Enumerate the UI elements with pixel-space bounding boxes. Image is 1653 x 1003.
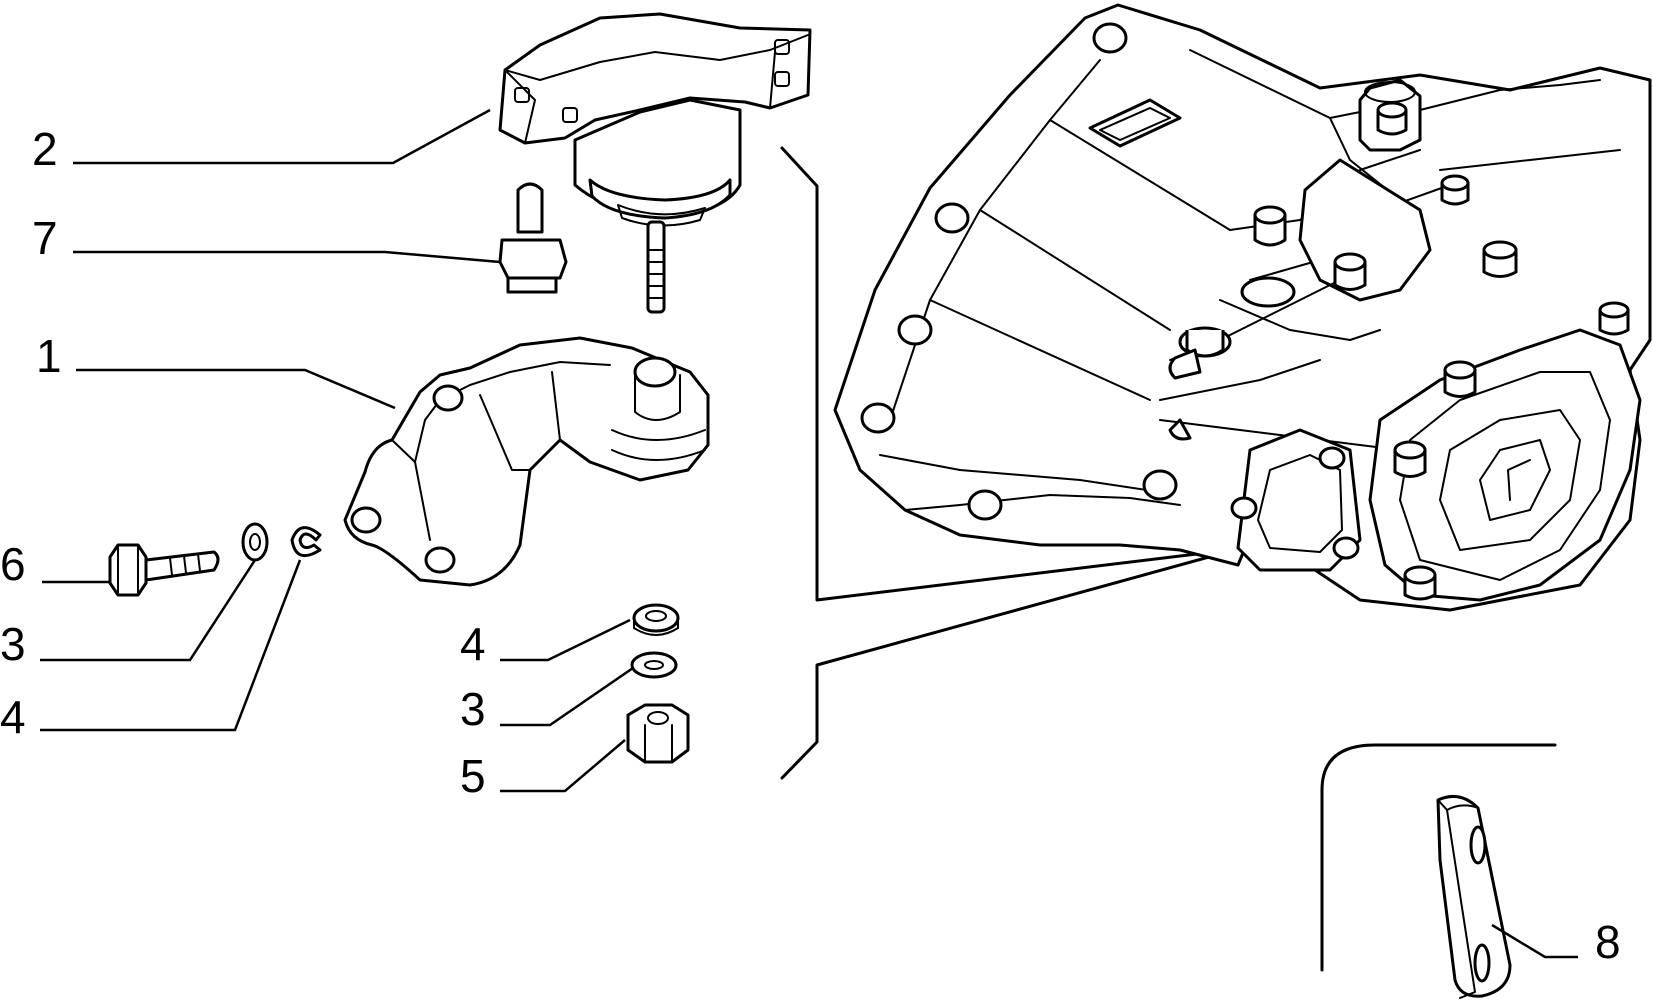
hex-bolt-drawing (108, 543, 220, 597)
leader-lines (40, 108, 1578, 959)
callout-labels: 2 7 1 6 3 4 4 3 5 8 (0, 123, 1621, 968)
flat-washer-right-drawing (630, 651, 678, 679)
callout-part-3-right: 3 (460, 683, 486, 735)
callout-part-7: 7 (32, 212, 58, 264)
callout-part-1: 1 (36, 330, 62, 382)
callout-part-4-left: 4 (0, 691, 26, 743)
callout-part-8: 8 (1595, 916, 1621, 968)
assembly-bracket-lines (780, 146, 1240, 780)
inset-frame (1320, 743, 1557, 972)
callout-part-3-left: 3 (0, 618, 26, 670)
retaining-plate-drawing (1436, 794, 1512, 999)
split-washer-left-drawing (290, 526, 322, 558)
engine-mount-upper-drawing (498, 12, 812, 314)
gearbox-housing-drawing (833, 3, 1652, 612)
mount-bracket-drawing (343, 336, 710, 587)
stud-bolt-drawing (498, 182, 568, 294)
callout-part-4-right: 4 (460, 618, 486, 670)
flat-washer-left-drawing (241, 522, 269, 562)
callout-part-6: 6 (0, 538, 26, 590)
split-washer-right-drawing (632, 603, 680, 636)
callout-part-5: 5 (460, 750, 486, 802)
hex-nut-drawing (626, 703, 690, 764)
callout-part-2: 2 (32, 123, 58, 175)
